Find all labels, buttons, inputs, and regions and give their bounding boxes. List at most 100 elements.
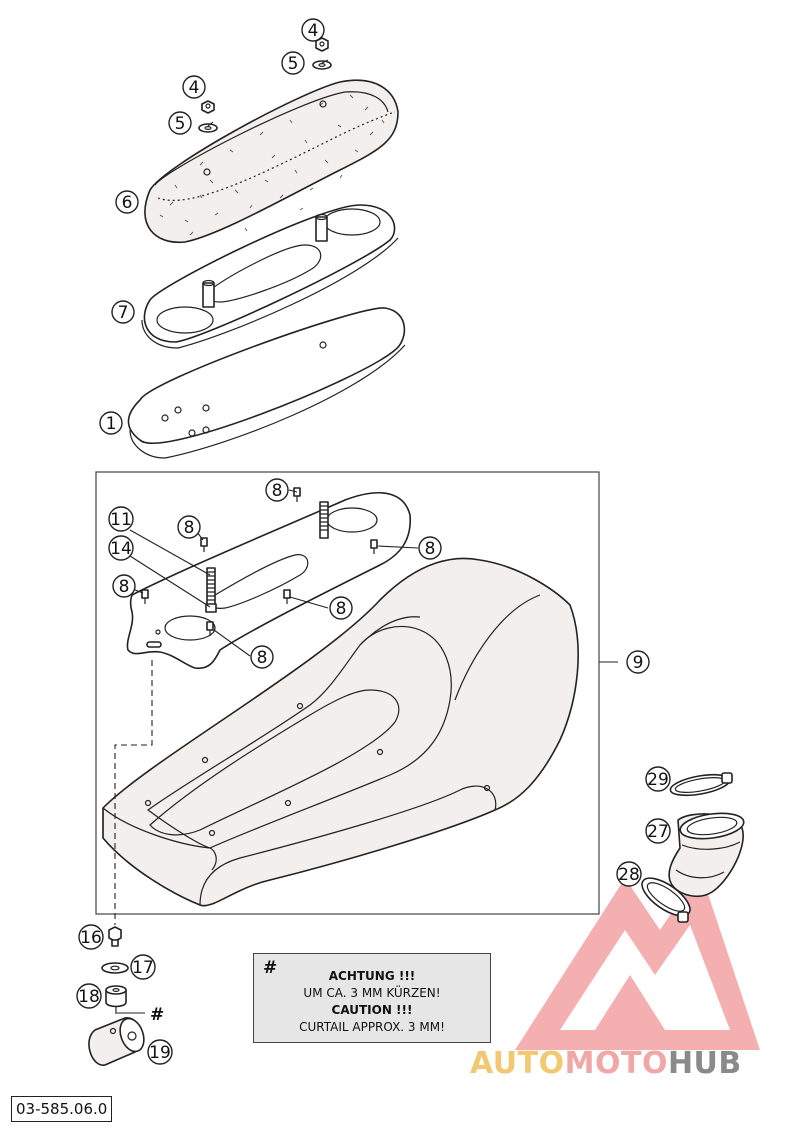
callout-c5b: 5 [168, 111, 192, 135]
callout-circle [76, 983, 102, 1009]
callout-c4b: 4 [182, 75, 206, 99]
watermark-part-hub: HUB [667, 1046, 742, 1081]
screw-8-f [206, 621, 214, 636]
callout-circle [115, 190, 139, 214]
callout-c18: 18 [76, 983, 102, 1009]
mounting-plate [126, 492, 411, 670]
callout-circle [616, 861, 642, 887]
callout-circle [645, 818, 671, 844]
stud-right [319, 501, 329, 539]
callout-circle [626, 650, 650, 674]
caution-note: # ACHTUNG !!! UM CA. 3 MM KÜRZEN! CAUTIO… [253, 953, 491, 1043]
callout-number: 6 [122, 193, 133, 213]
callout-number: 27 [647, 822, 669, 842]
callout-number: 7 [118, 303, 129, 323]
note-line-4: CURTAIL APPROX. 3 MM! [299, 1020, 445, 1034]
callout-number: 17 [132, 958, 154, 978]
nut-4-left [201, 100, 215, 114]
stud-14 [205, 603, 217, 613]
screw-8-a [293, 487, 301, 502]
callout-number: 18 [78, 987, 100, 1007]
callout-circle [265, 478, 289, 502]
callout-circle [78, 924, 104, 950]
callout-circle [168, 111, 192, 135]
callout-c29: 29 [645, 766, 671, 792]
note-symbol: # [263, 958, 278, 978]
callout-circle [645, 766, 671, 792]
callout-c28: 28 [616, 861, 642, 887]
watermark-part-moto: MOTO [564, 1046, 668, 1081]
hash-marker: # [150, 1005, 164, 1025]
callout-c4a: 4 [301, 18, 325, 42]
screw-8-c [370, 539, 378, 554]
diagram-reference-number: 03-585.06.0 [11, 1096, 113, 1122]
callout-c8d: 8 [112, 574, 136, 598]
callout-c8b: 8 [177, 515, 201, 539]
callout-circle [418, 536, 442, 560]
callout-circle [112, 574, 136, 598]
callout-number: 11 [110, 510, 132, 530]
part-6-foam-pad [144, 79, 399, 244]
callout-circle [111, 300, 135, 324]
screw-8-d [141, 589, 149, 604]
callout-c8a: 8 [265, 478, 289, 502]
callout-number: 19 [149, 1043, 171, 1063]
callout-number: 8 [272, 481, 283, 501]
watermark-part-auto: AUTO [470, 1046, 565, 1081]
callout-c6: 6 [115, 190, 139, 214]
note-line-2: UM CA. 3 MM KÜRZEN! [303, 986, 441, 1000]
callout-c9: 9 [626, 650, 650, 674]
callout-circle [329, 596, 353, 620]
screw-8-b [200, 537, 208, 552]
note-line-1: ACHTUNG !!! [328, 969, 416, 983]
callout-number: 8 [119, 577, 130, 597]
callout-number: 14 [110, 539, 132, 559]
callout-number: 8 [336, 599, 347, 619]
callout-c17: 17 [130, 954, 156, 980]
callout-number: 1 [106, 414, 117, 434]
callout-circle [301, 18, 325, 42]
callout-c27: 27 [645, 818, 671, 844]
callout-c8f: 8 [250, 645, 274, 669]
part-17-washer [101, 962, 129, 974]
callout-circle [130, 954, 156, 980]
callout-number: 9 [633, 653, 644, 673]
callout-c5a: 5 [281, 51, 305, 75]
callout-c16: 16 [78, 924, 104, 950]
part-28-clamp [641, 877, 691, 923]
washer-5-right [312, 60, 332, 70]
callout-number: 16 [80, 928, 102, 948]
part-7-spacer-plate [141, 204, 399, 349]
callout-c8e: 8 [329, 596, 353, 620]
callout-number: 4 [308, 21, 319, 41]
callout-number: 8 [257, 648, 268, 668]
note-line-3: CAUTION !!! [331, 1003, 413, 1017]
part-29-clamp [669, 772, 733, 797]
callout-c1: 1 [99, 411, 123, 435]
washer-5-left [198, 123, 218, 133]
part-9-seat-shell [102, 557, 579, 907]
callout-circle [99, 411, 123, 435]
callout-number: 4 [189, 78, 200, 98]
watermark-logo [515, 870, 760, 1050]
nut-4-right [315, 37, 329, 52]
watermark-text: AUTOMOTOHUB [470, 1046, 742, 1081]
callout-c7: 7 [111, 300, 135, 324]
callout-number: 8 [425, 539, 436, 559]
callout-circle [182, 75, 206, 99]
callout-number: 28 [618, 865, 640, 885]
callout-circle [250, 645, 274, 669]
part-27-intake-boot [668, 812, 745, 897]
callout-c8c: 8 [418, 536, 442, 560]
part-16-bolt [108, 926, 122, 947]
callout-number: 5 [175, 114, 186, 134]
callout-circle [177, 515, 201, 539]
callout-c11: 11 [108, 506, 134, 532]
callout-circle [108, 535, 134, 561]
part-19-bushing [88, 1017, 145, 1066]
callout-number: 29 [647, 770, 669, 790]
callout-circle [147, 1039, 173, 1065]
callout-c19: 19 [147, 1039, 173, 1065]
callout-number: 5 [288, 54, 299, 74]
